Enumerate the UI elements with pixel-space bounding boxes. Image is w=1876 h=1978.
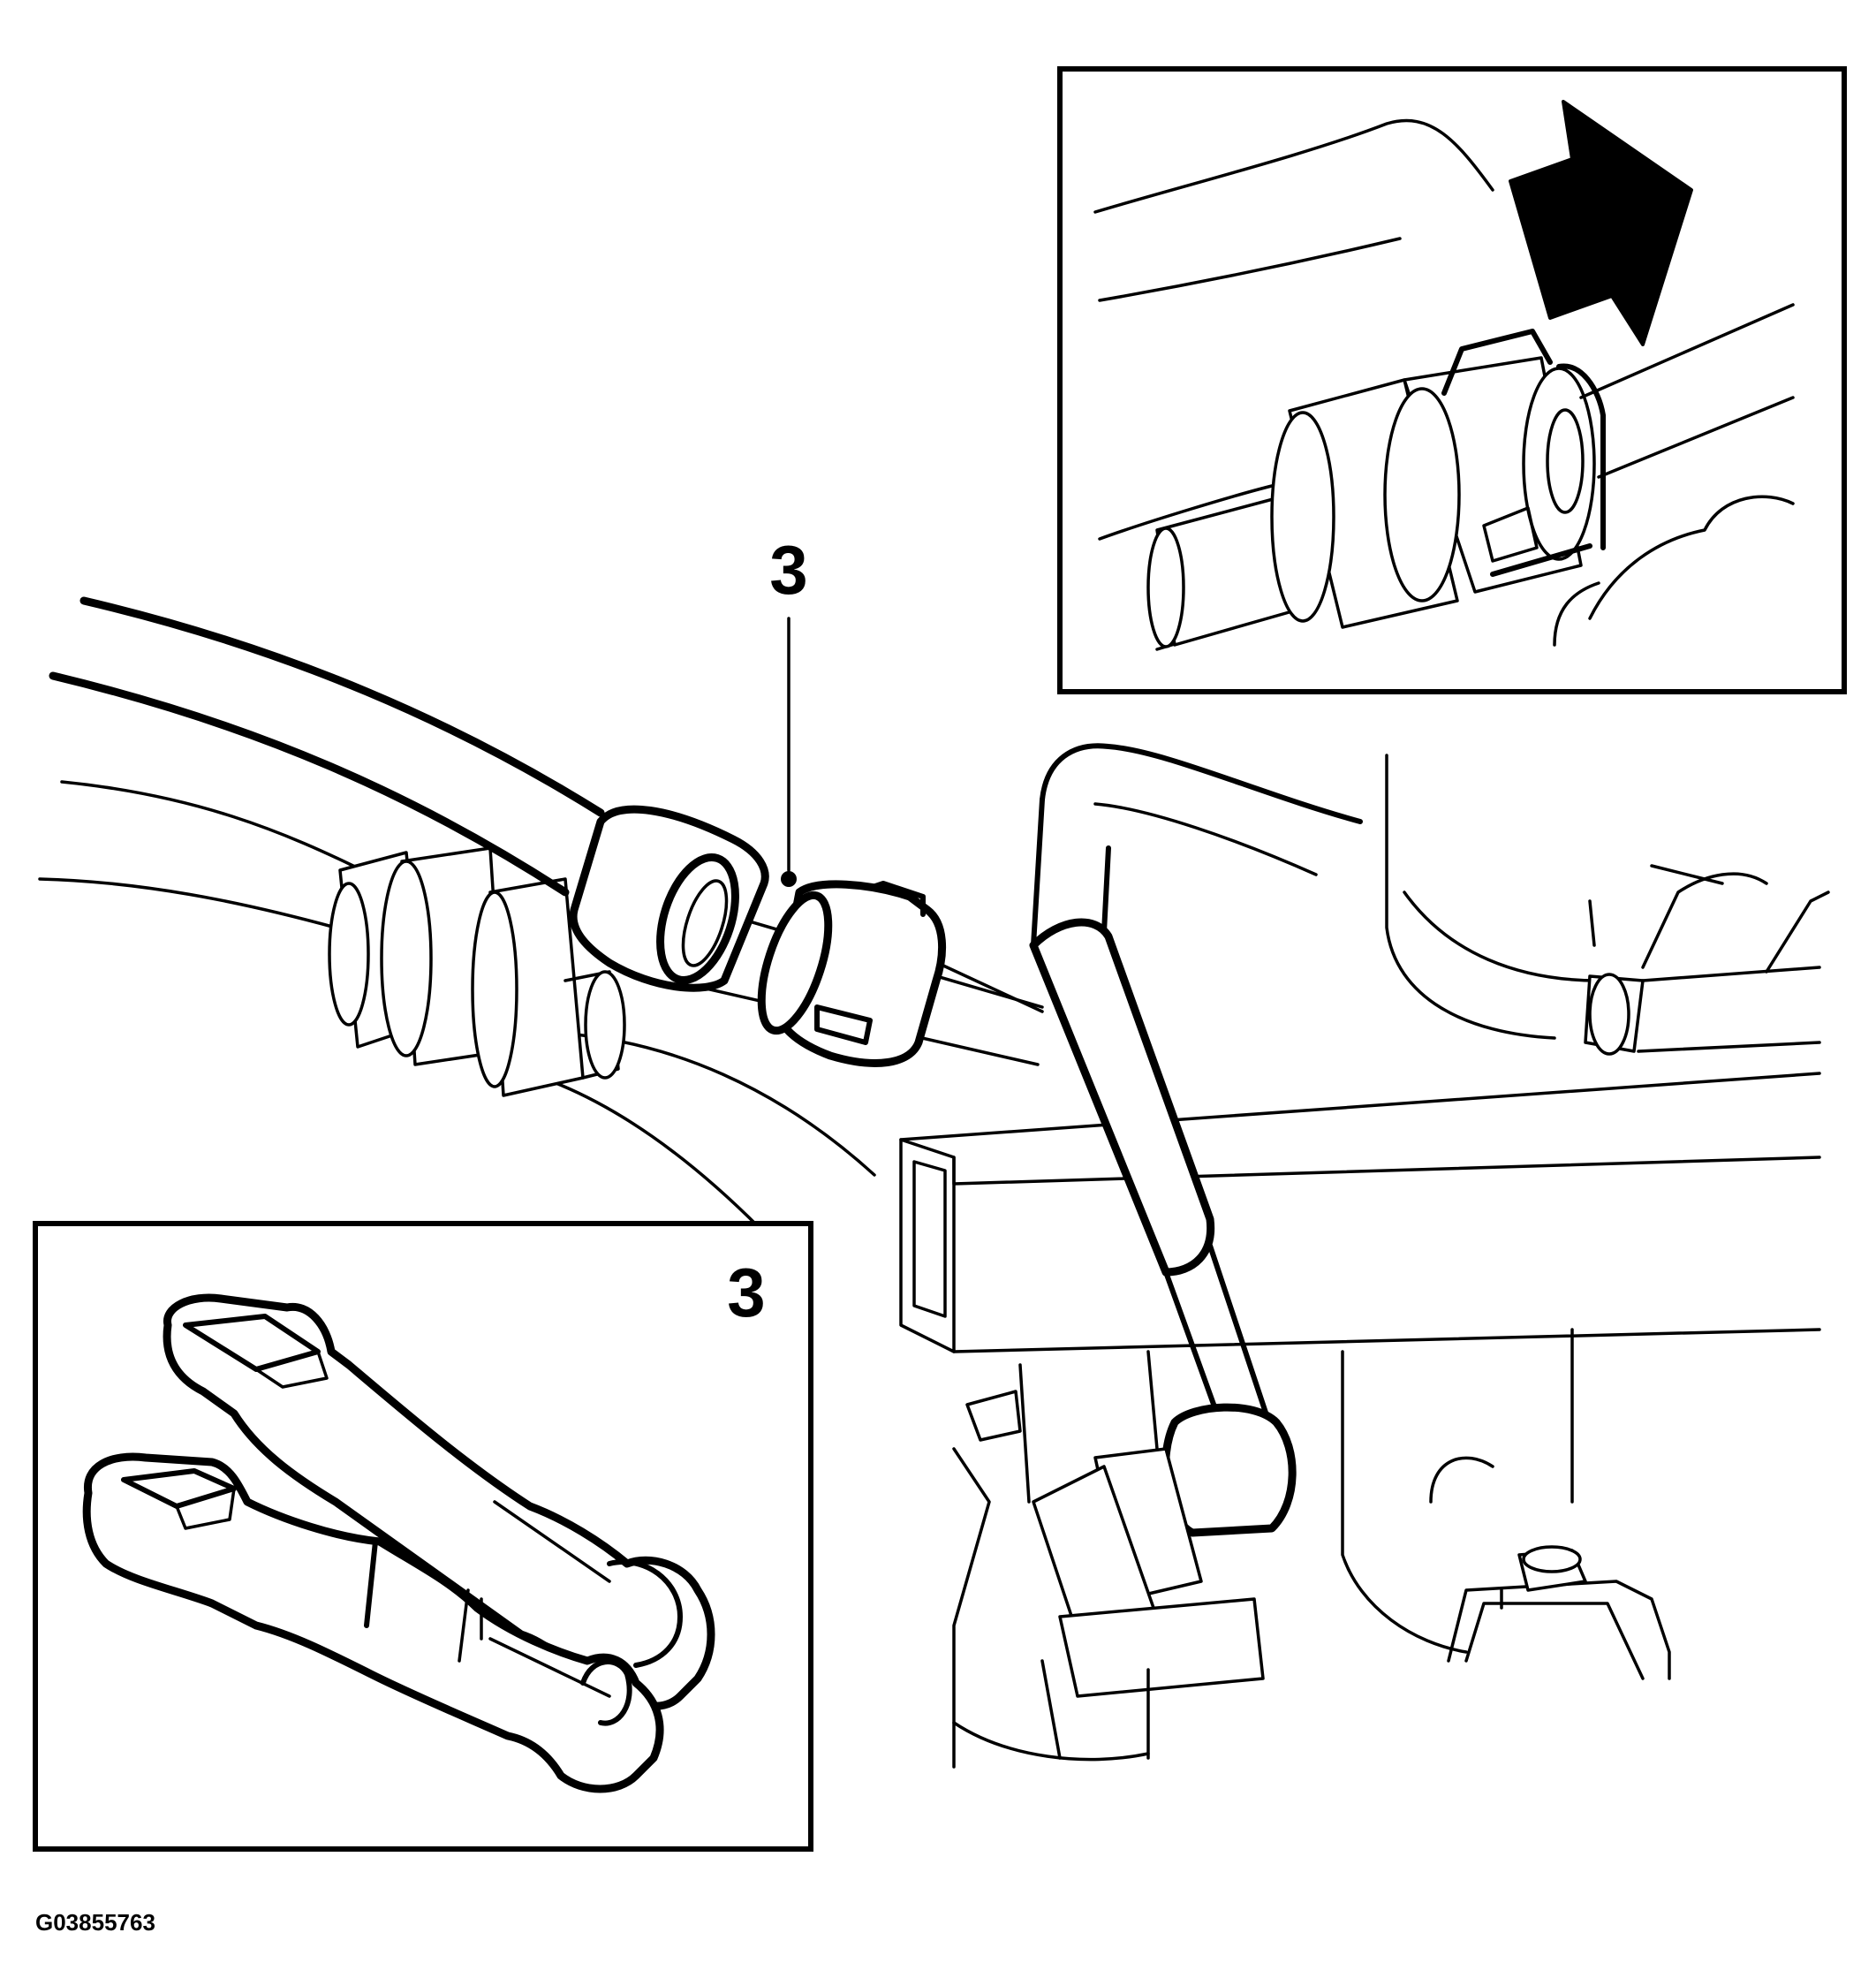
lower-hose-connector — [328, 846, 626, 1097]
callout-label-inset: 3 — [727, 1254, 765, 1331]
quick-connector-female — [569, 805, 769, 992]
quick-connector-male — [757, 880, 947, 1067]
upper-hose — [49, 596, 605, 897]
release-tool-upper — [163, 1293, 715, 1710]
release-tool-lower — [82, 1452, 664, 1793]
main-assembly: 3 — [38, 531, 1830, 1769]
inset-release-tool: 3 — [33, 1221, 813, 1852]
lower-sensor-connector — [952, 1350, 1297, 1769]
callout-3-leader — [781, 617, 797, 887]
thick-arrow-right-icon — [1509, 100, 1693, 346]
inset-release-detail — [1057, 66, 1847, 694]
bent-line-right — [1040, 743, 1830, 1056]
down-line — [1029, 797, 1270, 1434]
mounting-bracket — [1341, 1328, 1671, 1680]
callout-label-main: 3 — [769, 531, 807, 609]
frame-rail — [899, 1072, 1821, 1353]
figure-code: G03855763 — [35, 1909, 155, 1936]
